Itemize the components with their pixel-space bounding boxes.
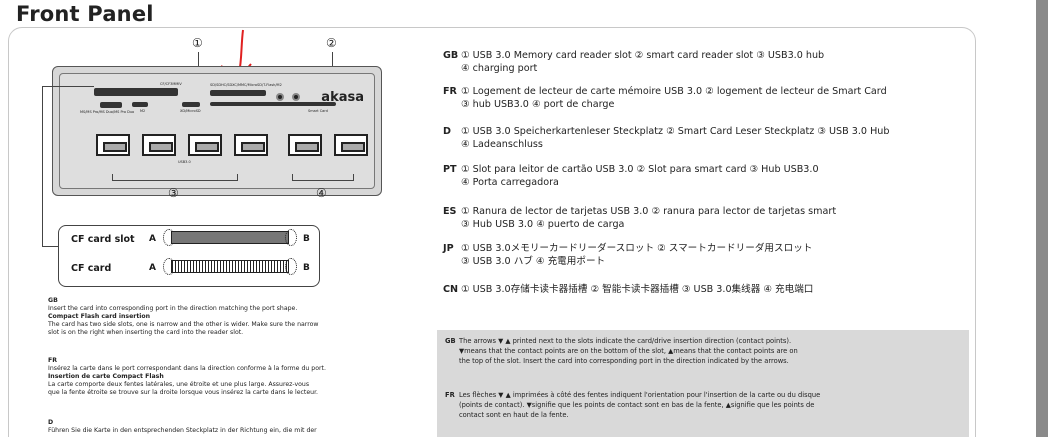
- smart-card-slot: [210, 102, 336, 106]
- arrow-note-gb-code: GB: [445, 337, 456, 345]
- usb-port-3: [188, 134, 222, 156]
- cf-card-shape: [171, 260, 289, 273]
- language-code: FR: [443, 86, 457, 97]
- instructions-gb-line2: The card has two side slots, one is narr…: [48, 321, 319, 328]
- sd-slot-label: SD/SDHC/SDXC/MMC/MicroSD/T-Flash/M2: [210, 83, 282, 87]
- instructions-fr: FR Insérez la carte dans le port corresp…: [48, 357, 428, 397]
- xd-slot: [182, 102, 200, 107]
- arrow-note-fr: FR Les flèches ▼ ▲ imprimées à côté des f…: [445, 390, 820, 420]
- m2-slot-label: M2: [140, 109, 146, 113]
- arrow-note-gb-line1: The arrows ▼ ▲ printed next to the slots…: [459, 337, 792, 345]
- language-line1: ① USB 3.0 Speicherkartenleser Steckplatz…: [461, 126, 890, 137]
- instructions-fr-line3: que la fente étroite se trouve sur la dr…: [48, 389, 319, 396]
- language-line2: ③ hub USB3.0 ④ port de charge: [461, 99, 615, 110]
- cf-slot: [94, 88, 178, 96]
- led-indicator-2: [292, 93, 300, 101]
- instructions-fr-line1: Insérez la carte dans le port correspond…: [48, 365, 326, 372]
- cf-slot-shape: [171, 231, 289, 244]
- m2-slot: [132, 102, 148, 107]
- cf-connector-line-bottom: [42, 246, 58, 247]
- content-frame: [8, 27, 976, 437]
- cf-card-b: B: [303, 263, 310, 273]
- cf-card-wide-side: [285, 258, 297, 275]
- charging-bracket: [292, 174, 354, 181]
- charging-port-1: [288, 134, 322, 156]
- cf-slot-b: B: [303, 234, 310, 244]
- ms-slot: [100, 102, 122, 108]
- instructions-gb-line1: Insert the card into corresponding port …: [48, 305, 298, 312]
- language-line2: ④ Ladeanschluss: [461, 139, 543, 150]
- arrow-note-fr-line2: (points de contact). ▼signifie que les p…: [459, 401, 815, 409]
- front-panel-device: CF/CF3MMIV MS/MS Pro/MS Duo/MS Pro Duo M…: [52, 66, 382, 196]
- language-code: ES: [443, 206, 457, 217]
- instructions-d-code: D: [48, 419, 54, 426]
- instructions-gb-code: GB: [48, 297, 58, 304]
- page-title: Front Panel: [16, 2, 154, 26]
- charging-port-2: [334, 134, 368, 156]
- instructions-fr-code: FR: [48, 357, 57, 364]
- language-line1: ① Ranura de lector de tarjetas USB 3.0 ②…: [461, 206, 837, 217]
- language-code: PT: [443, 164, 457, 175]
- instructions-d: D Führen Sie die Karte in den entspreche…: [48, 419, 428, 435]
- callout-2: ②: [326, 36, 337, 50]
- language-line2: ④ Porta carregadora: [461, 177, 559, 188]
- cf-connector-line-top: [42, 86, 94, 87]
- language-code: GB: [443, 50, 459, 61]
- callout-4: ④: [316, 186, 327, 200]
- page-edge-strip: [1036, 0, 1048, 437]
- ms-slot-label: MS/MS Pro/MS Duo/MS Pro Duo: [80, 110, 135, 114]
- arrow-note-fr-line3: contact sont en haut de la fente.: [459, 411, 569, 419]
- cf-slot-row-label: CF card slot: [71, 234, 135, 245]
- language-code: CN: [443, 284, 459, 295]
- xd-slot-label: XD/MicroSD: [180, 109, 201, 113]
- usb-port-1: [96, 134, 130, 156]
- front-panel-face: CF/CF3MMIV MS/MS Pro/MS Duo/MS Pro Duo M…: [59, 73, 375, 189]
- cf-slot-label: CF/CF3MMIV: [160, 82, 182, 86]
- cf-card-diagram: CF card slot A B CF card A B: [58, 225, 320, 287]
- cf-slot-a: A: [149, 234, 156, 244]
- language-line1: ① Slot para leitor de cartão USB 3.0 ② S…: [461, 164, 819, 175]
- instructions-d-line1: Führen Sie die Karte in den entsprechend…: [48, 427, 317, 434]
- led-indicator-1: [276, 93, 284, 101]
- language-line2: ③ USB 3.0 ハブ ④ 充電用ポート: [461, 256, 606, 267]
- language-line1: ① USB 3.0メモリーカードリーダースロット ② スマートカードリーダ用スロ…: [461, 243, 813, 254]
- instructions-gb-line3: slot is on the right when inserting the …: [48, 329, 244, 336]
- arrow-note-fr-line1: Les flèches ▼ ▲ imprimées à côté des fen…: [459, 391, 821, 399]
- smart-card-label: Smart Card: [308, 109, 328, 113]
- cf-card-a: A: [149, 263, 156, 273]
- arrow-note-gb-line2: ▼means that the contact points are on th…: [459, 347, 798, 355]
- callout-1: ①: [192, 36, 203, 50]
- instructions-gb-heading: Compact Flash card insertion: [48, 313, 151, 320]
- cf-slot-wide-side: [285, 229, 297, 246]
- hub-bracket: [112, 174, 238, 181]
- language-code: JP: [443, 243, 454, 254]
- sd-slot: [210, 90, 266, 96]
- instructions-fr-line2: La carte comporte deux fentes latérales,…: [48, 381, 310, 388]
- brand-logo: akasa: [321, 90, 364, 105]
- usb-label: USB3.0: [178, 160, 191, 164]
- instructions-fr-heading: Insertion de carte Compact Flash: [48, 373, 164, 380]
- usb-port-2: [142, 134, 176, 156]
- cf-connector-line-v: [42, 86, 43, 246]
- usb-port-4: [234, 134, 268, 156]
- cf-card-row-label: CF card: [71, 263, 112, 274]
- language-line1: ① USB 3.0存储卡读卡器插槽 ② 智能卡读卡器插槽 ③ USB 3.0集线…: [461, 284, 814, 295]
- instructions-gb: GB Insert the card into corresponding po…: [48, 297, 428, 337]
- language-line2: ③ Hub USB 3.0 ④ puerto de carga: [461, 219, 625, 230]
- language-line2: ④ charging port: [461, 63, 538, 74]
- callout-3: ③: [168, 186, 179, 200]
- arrow-note-fr-code: FR: [445, 391, 455, 399]
- language-code: D: [443, 126, 451, 137]
- arrow-note-gb-line3: the top of the slot. Insert the card int…: [459, 357, 789, 365]
- language-line1: ① Logement de lecteur de carte mémoire U…: [461, 86, 887, 97]
- language-line1: ① USB 3.0 Memory card reader slot ② smar…: [461, 50, 825, 61]
